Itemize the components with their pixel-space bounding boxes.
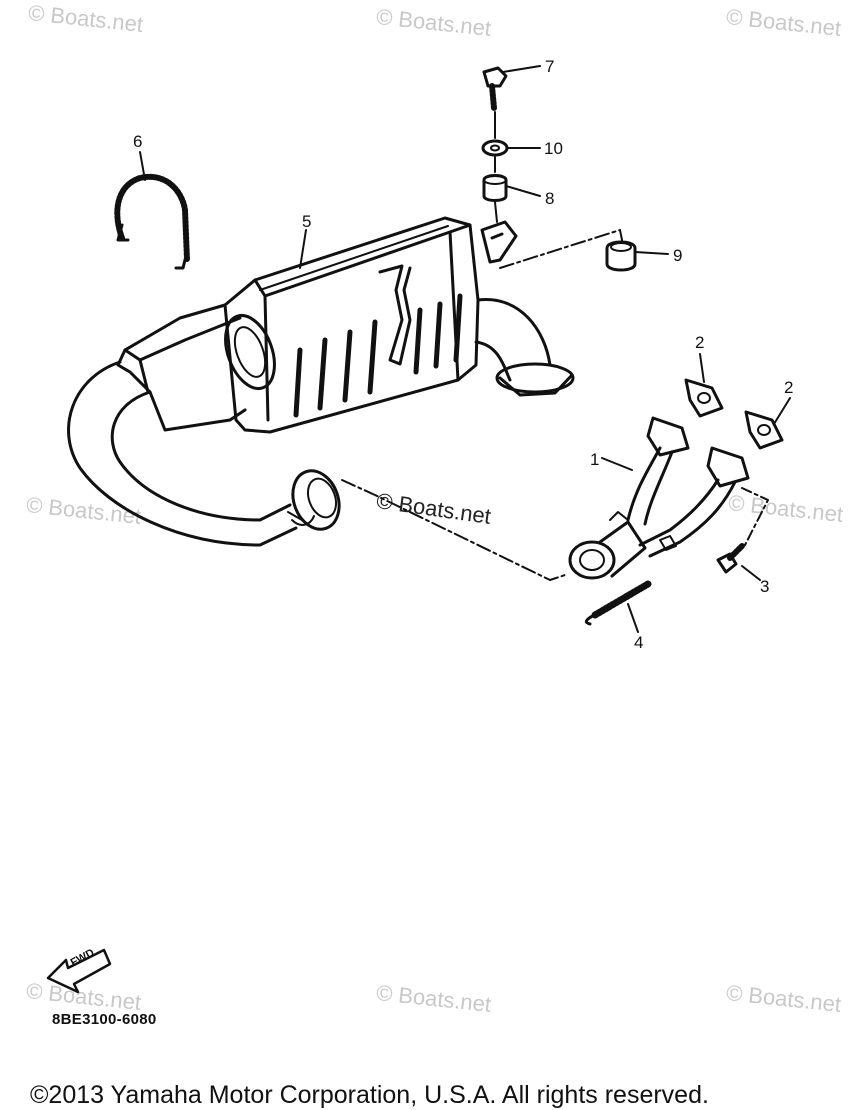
callout-part-8: 8 [545,189,555,208]
callout-part-1: 1 [590,450,600,469]
grommet [605,240,637,272]
gasket [684,378,724,418]
collar [482,174,508,202]
exhaust-pipe [67,360,341,547]
callout-part-2b: 2 [784,378,794,397]
callout-part-7: 7 [545,57,555,76]
washer [481,139,509,157]
hanger-spring [114,173,190,270]
manifold-bolt [716,543,745,574]
callout-part-3: 3 [760,577,770,596]
callout-part-5: 5 [302,212,312,231]
callout-part-10: 10 [544,139,563,158]
mount-bolt [482,66,508,111]
muffler-bracket [480,220,518,264]
fwd-arrow-icon [46,948,112,994]
callout-part-4: 4 [634,633,644,652]
muffler [223,216,480,434]
callout-part-9: 9 [673,246,683,265]
gasket [744,410,784,450]
outlet-pipe [474,298,575,397]
callout-part-2a: 2 [695,333,705,352]
muffler-inlet-cone [116,303,276,432]
joint-spring [584,580,652,626]
part-code: 8BE3100-6080 [52,1011,157,1028]
copyright-notice: ©2013 Yamaha Motor Corporation, U.S.A. A… [30,1081,709,1109]
callout-part-6: 6 [133,132,143,151]
exhaust-manifold [568,416,750,580]
